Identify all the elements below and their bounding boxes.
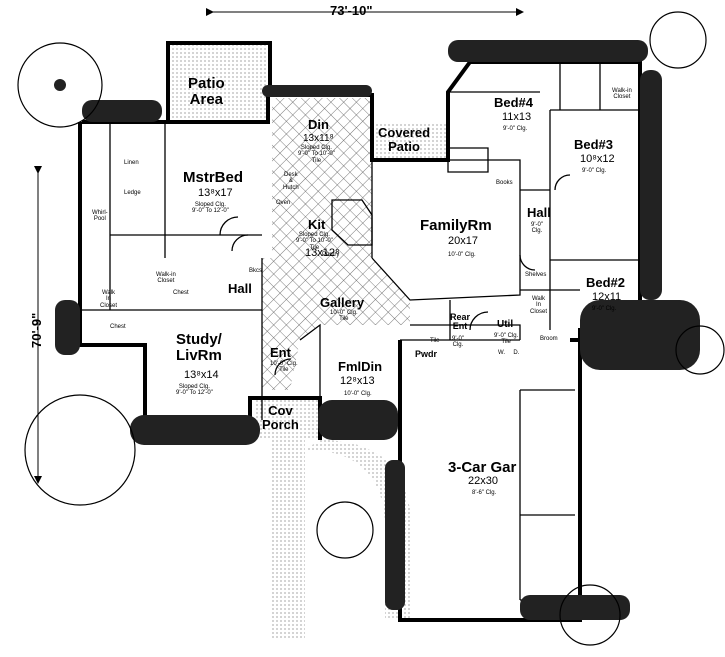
hall-right-note: 9'-0" Clg.	[531, 222, 543, 235]
patio-wall	[166, 41, 272, 122]
study-size: 13⁸x14	[184, 369, 219, 381]
bed3-label: Bed#3	[574, 137, 614, 152]
bed2-size: 12x11	[592, 291, 622, 303]
bed4-label: Bed#4	[494, 95, 534, 110]
mstrbed-note: Sloped Clg. 9'-0" To 12'-0"	[192, 202, 229, 215]
bed4-note: 9'-0" Clg.	[503, 126, 528, 132]
walk-in-closet-master-label: Walk-in Closet	[156, 272, 176, 285]
study-label: Study/ LivRm	[176, 331, 222, 364]
cov-porch-label: Cov Porch	[262, 403, 299, 432]
din-size: 13x11⁸	[303, 133, 334, 144]
garage-door-lines	[519, 389, 575, 601]
chest-label-mid: Chest	[173, 290, 189, 296]
chest-label-left: Chest	[110, 324, 126, 330]
dining-tile-area	[272, 98, 372, 258]
rear-ent-note: 9'-0" Clg.	[452, 336, 464, 349]
din-note: Sloped Clg. 9'-0" To 10'-0" Tile	[298, 145, 335, 164]
garage-size: 22x30	[468, 475, 498, 487]
walk-in-closet-label: Walk In Closet	[100, 290, 118, 309]
bed3-note: 9'-0" Clg.	[582, 168, 607, 174]
util-label: Util	[497, 319, 514, 330]
broom-label: Broom	[540, 336, 558, 342]
patio-dot-area	[170, 45, 268, 122]
study-note: Sloped Clg. 9'-0" To 12'-0"	[176, 384, 213, 397]
walkway	[270, 440, 305, 640]
driveway-curve	[305, 440, 410, 620]
fmldin-note: 10'-0" Clg.	[344, 391, 372, 397]
cov-porch-area	[255, 398, 318, 440]
kit-label: Kit	[308, 217, 326, 232]
gallery-note: 10'-0" Clg. Tile	[330, 310, 358, 323]
bed2-note: 9'-0" Clg.	[592, 306, 617, 312]
bed3-size: 10⁸x12	[580, 153, 615, 165]
ent-note: 10'-0" Clg. Tile	[270, 361, 298, 374]
trees	[17, 11, 725, 646]
width-dimension-label: 73'-10"	[330, 3, 373, 18]
kit-size: 13x12⁸	[305, 247, 340, 259]
walk-in-closet-bed2-label: Walk In Closet	[530, 296, 548, 315]
gallery-tile-area	[262, 258, 410, 390]
whirlpool-label: Whirl- Pool	[92, 210, 108, 223]
garage-note: 8'-6" Clg.	[472, 490, 497, 496]
pwdr-label: Pwdr	[415, 349, 438, 359]
bed2-label: Bed#2	[586, 275, 626, 290]
kitchen-island	[331, 199, 373, 246]
patio-label: Patio Area	[188, 75, 225, 108]
ledge-label: Ledge	[124, 190, 141, 196]
fmldin-label: FmlDin	[338, 359, 383, 374]
covered-patio-label: Covered Patio	[378, 125, 431, 154]
covered-patio-area	[372, 122, 450, 160]
tile-label: Tile	[430, 338, 440, 344]
ent-label: Ent	[270, 345, 291, 360]
garage-label: 3-Car Gar	[448, 459, 517, 476]
door-swings	[219, 174, 571, 376]
shelves-label: Shelves	[525, 272, 547, 278]
din-label: Din	[308, 117, 329, 132]
washer-dryer-label: W. D.	[498, 350, 520, 356]
gallery-label: Gallery	[320, 295, 365, 310]
walk-in-closet-bed3-label: Walk-in Closet	[612, 88, 632, 101]
oven-label: Oven	[276, 200, 291, 206]
books-label: Books	[496, 180, 513, 186]
mstrbed-size: 13⁸x17	[198, 187, 233, 199]
familyrm-size: 20x17	[448, 235, 478, 247]
linen-label: Linen	[124, 160, 139, 166]
desk-hutch-label: Desk & Hutch	[283, 172, 299, 191]
bed4-size: 11x13	[502, 111, 532, 123]
pantry-label: Pantry	[322, 252, 340, 258]
mstrbed-label: MstrBed	[183, 169, 244, 186]
hall-left-label: Hall	[228, 281, 252, 296]
fmldin-size: 12⁸x13	[340, 375, 375, 387]
kit-note: Sloped Clg. 9'-0" To 10'-0" Tile	[296, 232, 333, 251]
interior-walls	[80, 62, 640, 420]
hall-right-label: Hall	[527, 205, 551, 220]
fireplace	[447, 147, 489, 173]
familyrm-note: 10'-0" Clg.	[448, 252, 476, 258]
depth-dimension-label: 70'-9"	[29, 312, 44, 348]
rear-ent-label: Rear Ent	[450, 312, 471, 332]
familyrm-label: FamilyRm	[420, 217, 492, 234]
shrubs	[55, 40, 700, 620]
bookcase-label: Bkcs	[249, 268, 263, 274]
util-note: 9'-0" Clg. Tile	[494, 333, 519, 346]
